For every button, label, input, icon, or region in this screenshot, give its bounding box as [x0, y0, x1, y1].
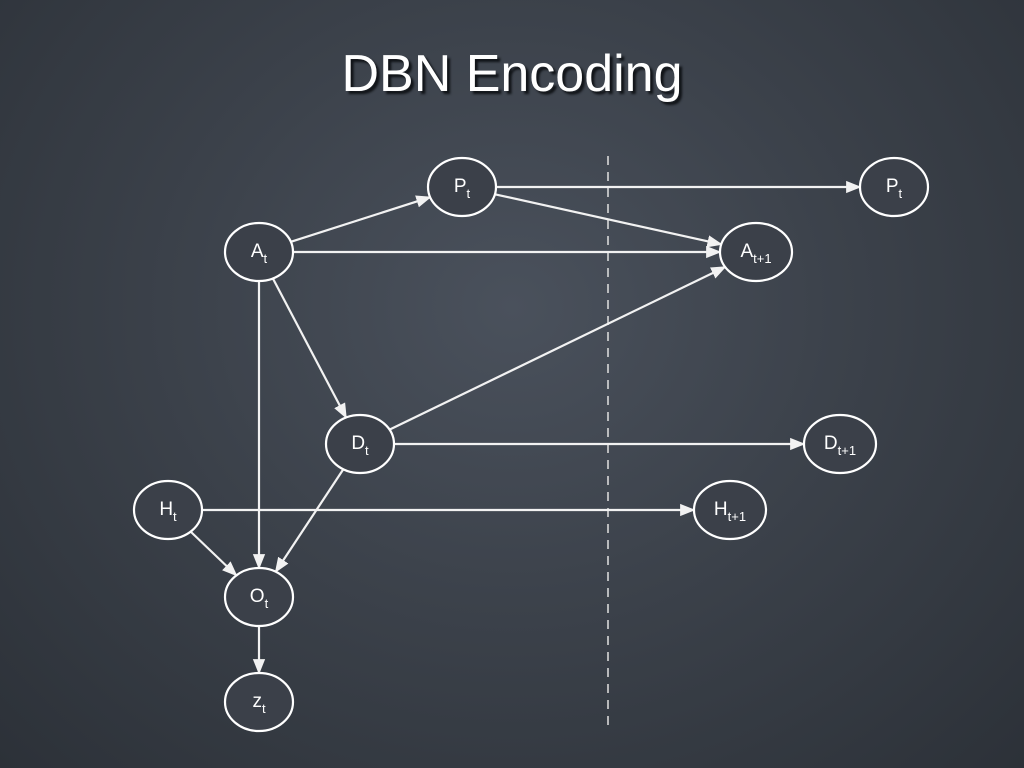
- edge-H_t-to-O_t: [189, 530, 238, 577]
- edge-D_t-to-O_t: [274, 468, 345, 574]
- edge-D_t-to-A_t1: [389, 265, 727, 431]
- node-P_t: Pt: [426, 156, 498, 218]
- node-ellipse: [324, 413, 396, 475]
- node-label-base: z: [252, 691, 262, 712]
- node-D_t1: Dt+1: [802, 413, 878, 475]
- node-ellipse: [802, 413, 878, 475]
- node-label: Pt: [886, 176, 903, 201]
- node-A_t1: At+1: [718, 221, 794, 283]
- node-label: Ht: [159, 499, 177, 524]
- node-label-subscript: t: [173, 509, 177, 524]
- node-label-subscript: t+1: [728, 509, 746, 524]
- node-label-base: H: [159, 499, 173, 520]
- node-ellipse: [858, 156, 930, 218]
- edge-A_t-to-D_t: [271, 277, 348, 419]
- node-ellipse: [426, 156, 498, 218]
- node-label-subscript: t: [265, 596, 269, 611]
- node-ellipse: [692, 479, 768, 541]
- node-label-base: P: [454, 176, 467, 197]
- node-label-subscript: t: [467, 186, 471, 201]
- node-label-base: A: [251, 241, 264, 262]
- node-D_t: Dt: [324, 413, 396, 475]
- node-label: Dt: [351, 433, 369, 458]
- node-label-subscript: t: [365, 443, 369, 458]
- edge-A_t-to-P_t: [290, 195, 432, 243]
- node-label-base: A: [740, 241, 753, 262]
- node-label-base: H: [714, 499, 728, 520]
- node-label: Ht+1: [714, 499, 746, 524]
- node-label-subscript: t+1: [838, 443, 856, 458]
- node-P_t2: Pt: [858, 156, 930, 218]
- edge-P_t-to-A_t1: [494, 193, 723, 248]
- node-label-base: P: [886, 176, 899, 197]
- node-ellipse: [223, 566, 295, 628]
- node-label-subscript: t+1: [753, 251, 771, 266]
- node-H_t1: Ht+1: [692, 479, 768, 541]
- node-A_t: At: [223, 221, 295, 283]
- node-ellipse: [223, 671, 295, 733]
- node-label-subscript: t: [899, 186, 903, 201]
- node-label: zt: [252, 691, 266, 716]
- node-label: At: [251, 241, 268, 266]
- node-label-base: O: [250, 586, 265, 607]
- node-label-subscript: t: [262, 701, 266, 716]
- node-label-base: D: [824, 433, 838, 454]
- node-label: At+1: [740, 241, 771, 266]
- slide-title: DBN Encoding: [341, 45, 683, 103]
- node-label: Pt: [454, 176, 471, 201]
- node-ellipse: [132, 479, 204, 541]
- node-O_t: Ot: [223, 566, 295, 628]
- edges-group: [189, 180, 862, 675]
- node-z_t: zt: [223, 671, 295, 733]
- node-ellipse: [718, 221, 794, 283]
- node-label-subscript: t: [264, 251, 268, 266]
- node-label: Dt+1: [824, 433, 856, 458]
- node-label-base: D: [351, 433, 365, 454]
- node-ellipse: [223, 221, 295, 283]
- node-H_t: Ht: [132, 479, 204, 541]
- node-label: Ot: [250, 586, 269, 611]
